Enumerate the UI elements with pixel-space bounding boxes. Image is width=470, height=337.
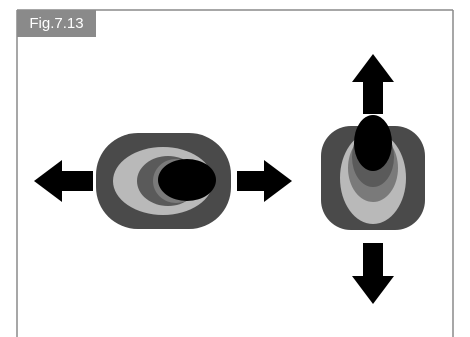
joystick-stick	[158, 159, 216, 201]
vertical-joystick	[321, 54, 425, 304]
arrow-down-icon	[352, 243, 394, 304]
joystick-stick-vertical	[354, 115, 392, 171]
arrow-up-icon	[352, 54, 394, 114]
horizontal-joystick	[34, 133, 292, 229]
arrow-left-icon	[34, 160, 93, 202]
figure-label: Fig.7.13	[17, 10, 96, 37]
arrow-right-icon	[237, 160, 292, 202]
